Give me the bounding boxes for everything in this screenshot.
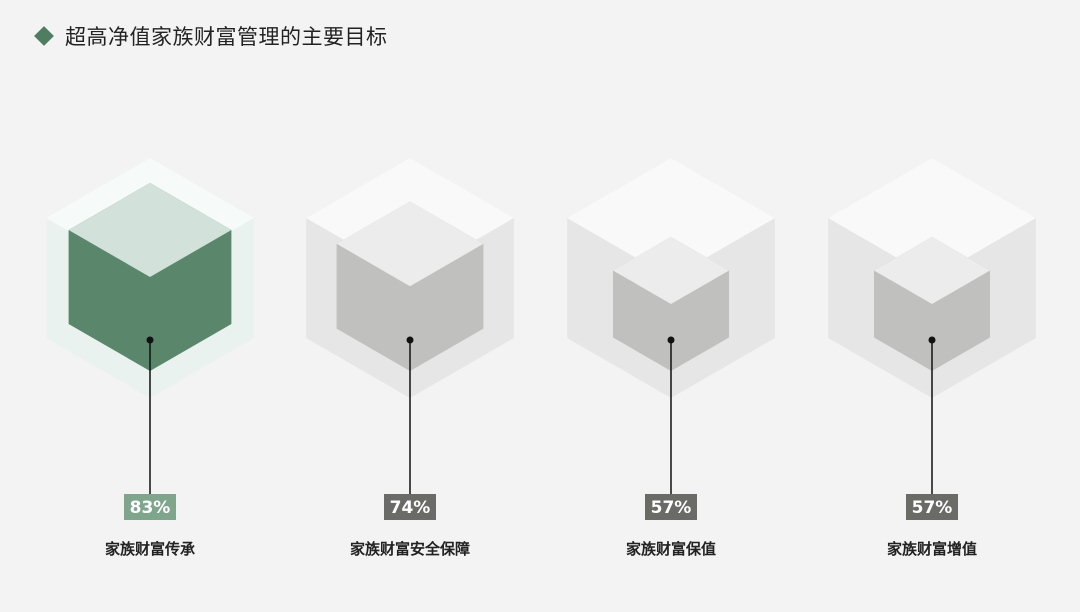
value-cube-top xyxy=(336,201,484,287)
pin-dot xyxy=(667,336,675,344)
value-cube-top xyxy=(613,236,729,304)
category-label: 家族财富传承 xyxy=(105,540,195,558)
pin-dot xyxy=(146,336,154,344)
value-badge xyxy=(124,494,176,520)
outer-top-face xyxy=(828,158,1036,278)
value-badge xyxy=(645,494,697,520)
outer-top-face xyxy=(567,158,775,278)
pin-dot xyxy=(406,336,414,344)
title-row: 超高净值家族财富管理的主要目标 xyxy=(34,20,388,52)
value-label: 57% xyxy=(651,498,692,518)
value-label: 57% xyxy=(912,498,953,518)
value-badge xyxy=(384,494,436,520)
page-title: 超高净值家族财富管理的主要目标 xyxy=(65,25,388,49)
category-label: 家族财富增值 xyxy=(887,540,977,558)
value-cube-top xyxy=(68,183,232,277)
category-label: 家族财富保值 xyxy=(626,540,716,558)
value-label: 83% xyxy=(130,498,171,518)
value-cube-top xyxy=(874,236,990,304)
value-label: 74% xyxy=(390,498,431,518)
pin-dot xyxy=(928,336,936,344)
category-label: 家族财富安全保障 xyxy=(350,540,470,558)
value-badge xyxy=(906,494,958,520)
